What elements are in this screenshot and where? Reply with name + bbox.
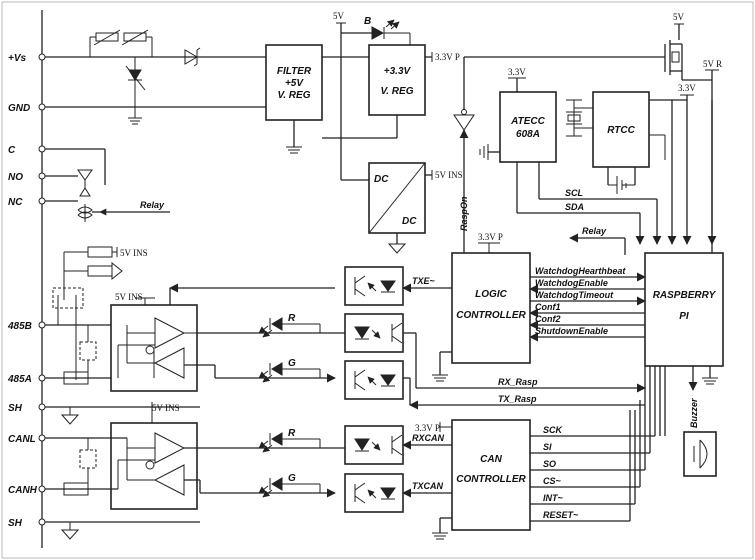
pin-canl: CANL xyxy=(8,434,36,445)
rail-5v-ins-485: 5V INS xyxy=(120,248,148,258)
pin-sh-1: SH xyxy=(8,403,23,414)
reg33-label-1: +3.3V xyxy=(384,66,412,77)
rxcan-label: RXCAN xyxy=(412,433,445,443)
rail-3v3-right-label: 3.3V xyxy=(678,83,696,93)
sig-watchdog-enable: WatchdogEnable xyxy=(535,278,608,288)
pin-485a: 485A xyxy=(7,374,32,385)
txe-label: TXE~ xyxy=(412,276,436,286)
power-input-protection xyxy=(45,29,270,125)
filter-label-1: FILTER xyxy=(277,66,312,77)
sig-shutdown-enable: ShutdownEnable xyxy=(535,326,608,336)
rx-rasp-label: RX_Rasp xyxy=(498,377,538,387)
rs485-section: 5V INS 5V INS xyxy=(45,246,345,425)
filter-label-3: V. REG xyxy=(278,90,311,101)
led-r-485-label: R xyxy=(288,313,296,324)
atecc-label-1: ATECC xyxy=(510,116,545,127)
sig-cs: CS~ xyxy=(543,476,562,486)
relay-contacts: Relay xyxy=(45,148,170,222)
status-leds-485: R G xyxy=(258,313,321,383)
rtcc-chip: RTCC xyxy=(566,91,666,194)
pin-c: C xyxy=(8,145,16,156)
rail-3v3p-logic: 3.3V P xyxy=(478,232,503,242)
filter-5v-regulator: FILTER +5V V. REG xyxy=(265,44,323,154)
atecc-label-2: 608A xyxy=(516,129,540,140)
rtcc-label: RTCC xyxy=(607,125,635,136)
dcdc-label-top: DC xyxy=(374,174,389,185)
dcdc-label-bottom: DC xyxy=(402,216,417,227)
rail-5v-r: 5V R xyxy=(703,59,722,69)
uart-rasp: RX_Rasp TX_Rasp xyxy=(403,332,646,410)
rail-5v-ins-1: 5V INS xyxy=(435,170,463,180)
sig-watchdog-timeout: WatchdogTimeout xyxy=(535,290,614,300)
can-label-2: CONTROLLER xyxy=(456,474,526,485)
opto-txe xyxy=(344,266,404,306)
sig-so: SO xyxy=(543,459,556,469)
sig-sck: SCK xyxy=(543,425,564,435)
atecc608a-chip: ATECC 608A 3.3V xyxy=(479,67,557,163)
led-g-can-label: G xyxy=(288,473,296,484)
status-leds-can: R G xyxy=(258,428,321,498)
pin-vs: +Vs xyxy=(8,53,27,64)
logic-controller: LOGIC CONTROLLER 3.3V P TXE~ xyxy=(402,232,531,382)
scl-label: SCL xyxy=(565,188,583,198)
buzzer-label: Buzzer xyxy=(689,398,699,428)
optocouplers xyxy=(344,266,404,513)
pin-nc: NC xyxy=(8,197,23,208)
logic-label-2: CONTROLLER xyxy=(456,310,526,321)
rail-5v-switch: 5V xyxy=(673,12,685,22)
txcan-label: TXCAN xyxy=(412,481,443,491)
tx-rasp-label: TX_Rasp xyxy=(498,394,537,404)
rpi-label-2: PI xyxy=(679,311,689,322)
pin-canh: CANH xyxy=(8,485,38,496)
filter-label-2: +5V xyxy=(285,78,304,89)
can-transceiver xyxy=(45,420,345,540)
can-controller: CAN CONTROLLER 3.3V P RXCAN TXCAN xyxy=(402,419,531,540)
reg-3v3: 5V B +3.3V V. REG 3.3V P xyxy=(322,11,460,181)
sig-conf1: Conf1 xyxy=(535,302,561,312)
rail-3v3-atecc: 3.3V xyxy=(508,67,526,77)
sig-int: INT~ xyxy=(543,493,563,503)
dc-dc-converter: DC DC 5V INS xyxy=(368,162,463,254)
raspon-label: RaspOn xyxy=(459,196,469,231)
relay-label-1: Relay xyxy=(140,200,165,210)
rail-5v-ins-transceiver: 5V INS xyxy=(115,292,143,302)
sda-label: SDA xyxy=(565,202,584,212)
led-r-can-label: R xyxy=(288,428,296,439)
relay-label-2: Relay xyxy=(582,226,607,236)
spi-bus: SCK SI SO CS~ INT~ RESET~ xyxy=(530,366,666,522)
rail-3v3p-1: 3.3V P xyxy=(435,52,460,62)
connector-terminals: +Vs GND C NO NC 485B 485A SH CANL CANH S… xyxy=(7,10,46,548)
rail-3v3-right: 3.3V xyxy=(649,83,717,245)
opto-txcan xyxy=(344,473,404,513)
rpi-label-1: RASPBERRY xyxy=(653,290,717,301)
sig-watchdog-heartbeat: WatchdogHearthbeat xyxy=(535,266,626,276)
reg33-label-2: V. REG xyxy=(381,86,414,97)
raspberry-pi: RASPBERRY PI Buzzer xyxy=(644,252,724,477)
i2c-bus: SCL SDA xyxy=(516,162,662,245)
pin-485b: 485B xyxy=(7,321,32,332)
sig-si: SI xyxy=(543,442,552,452)
rpi-power-switch: 5V 5V R RaspOn xyxy=(453,12,722,260)
pin-no: NO xyxy=(8,172,23,183)
led-b-label: B xyxy=(364,16,371,27)
rail-3v3p-can: 3.3V P xyxy=(415,423,440,433)
logic-label-1: LOGIC xyxy=(475,289,507,300)
rail-5v-top: 5V xyxy=(333,11,345,21)
sig-conf2: Conf2 xyxy=(535,314,561,324)
led-g-485-label: G xyxy=(288,358,296,369)
opto-485b xyxy=(344,313,404,353)
can-label-1: CAN xyxy=(480,454,502,465)
opto-485a xyxy=(344,360,404,400)
sig-reset: RESET~ xyxy=(543,510,579,520)
pin-sh-2: SH xyxy=(8,518,23,529)
pin-gnd: GND xyxy=(8,103,30,114)
rail-5v-ins-sh: 5V INS xyxy=(152,403,180,413)
logic-to-rpi-signals: WatchdogHearthbeat WatchdogEnable Watchd… xyxy=(529,226,646,342)
opto-rxcan xyxy=(344,425,404,465)
